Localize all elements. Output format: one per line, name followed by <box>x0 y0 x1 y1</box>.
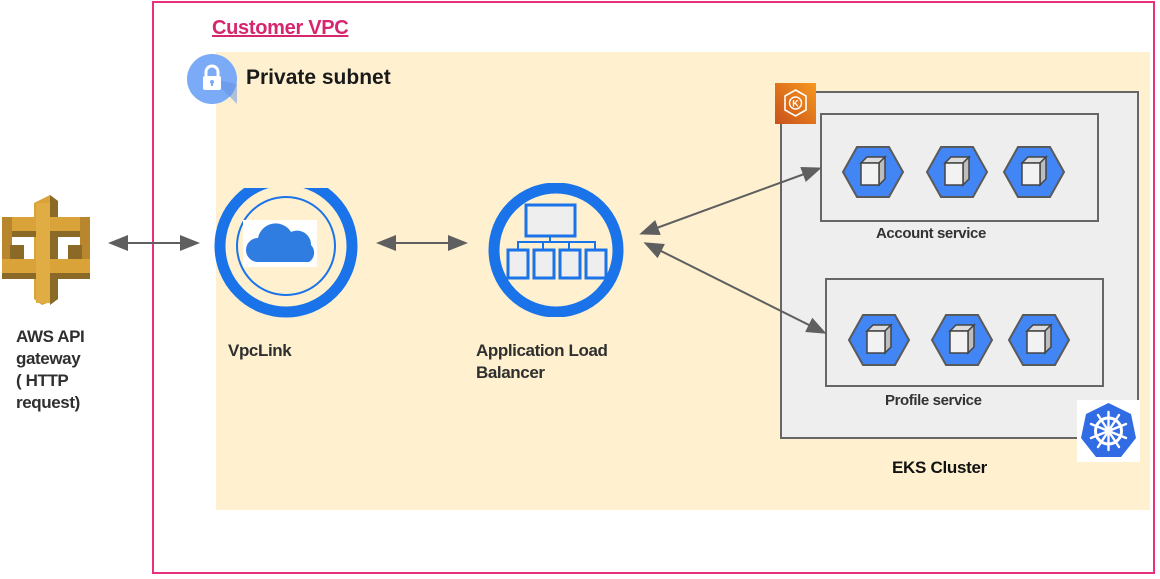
pod-icon <box>930 313 994 372</box>
pod-icon <box>1002 145 1066 204</box>
customer-vpc-boundary <box>152 1 1155 574</box>
account-service-label: Account service <box>876 225 986 242</box>
vpc-title: Customer VPC <box>212 17 349 39</box>
lock-icon <box>187 54 237 104</box>
api-gateway-label-line: request) <box>16 393 80 412</box>
api-gateway-label-line: ( HTTP <box>16 371 69 390</box>
api-gateway-label-line: gateway <box>16 349 81 368</box>
subnet-title: Private subnet <box>246 66 391 89</box>
api-gateway-label-line: AWS API <box>16 327 85 346</box>
vpclink-icon <box>210 174 360 318</box>
aws-api-gateway-icon <box>0 195 92 305</box>
eks-icon: K <box>775 83 816 124</box>
pod-icon <box>847 313 911 372</box>
eks-cluster-label: EKS Cluster <box>892 458 987 477</box>
kubernetes-icon <box>1077 400 1140 462</box>
svg-text:K: K <box>792 99 799 109</box>
load-balancer-icon <box>483 182 631 318</box>
pod-icon <box>841 145 905 204</box>
alb-label-line: Application Load <box>476 341 608 360</box>
api-gateway-label: AWS API gateway ( HTTP request) <box>16 326 126 414</box>
vpclink-label: VpcLink <box>228 341 292 360</box>
pod-icon <box>925 145 989 204</box>
alb-label: Application Load Balancer <box>476 340 646 384</box>
pod-icon <box>1007 313 1071 372</box>
cloud-icon <box>246 223 315 262</box>
alb-label-line: Balancer <box>476 363 545 382</box>
profile-service-label: Profile service <box>885 392 982 409</box>
